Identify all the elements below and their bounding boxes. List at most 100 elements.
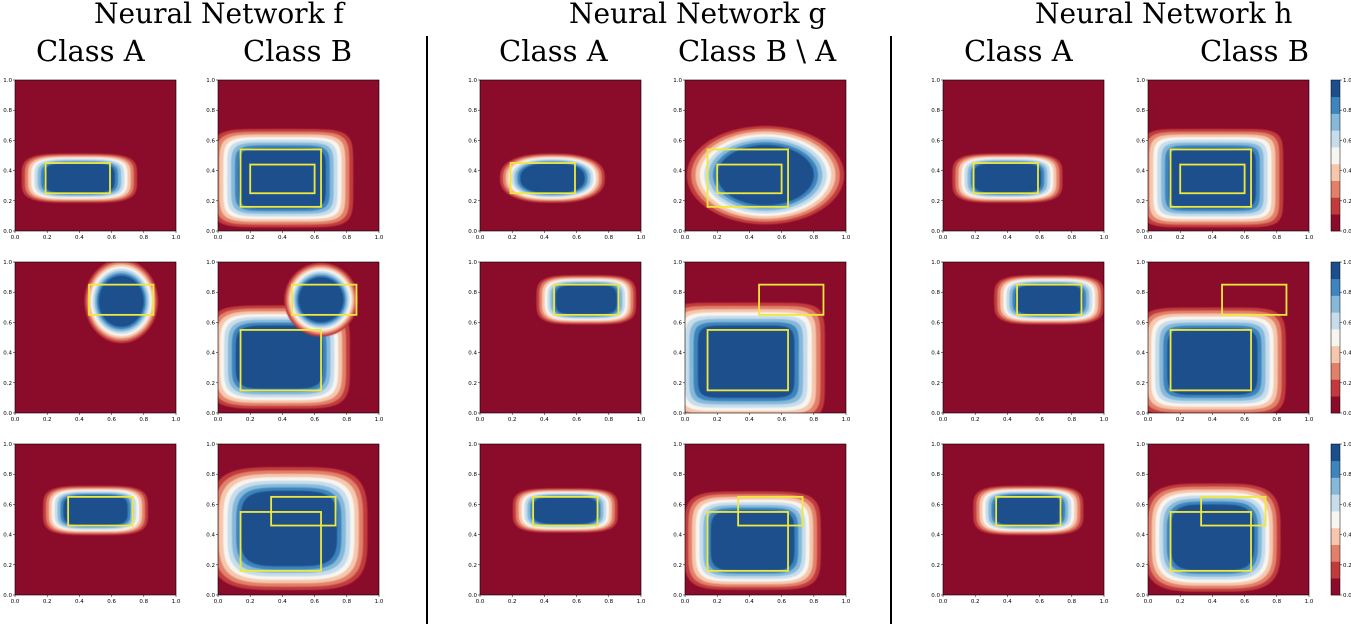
x-tick-label: 1.0: [375, 417, 384, 423]
class-box-2: [249, 163, 316, 195]
x-tick-label: 0.2: [971, 235, 980, 241]
class-box-2: [737, 495, 804, 527]
x-tick-label: 0.4: [1208, 417, 1217, 423]
separator-g-h: [890, 36, 892, 624]
x-tick-label: 0.4: [745, 599, 754, 605]
y-tick-label: 1.0: [206, 442, 215, 448]
y-tick-label: 0.0: [673, 593, 682, 599]
y-tick-label: 0.6: [468, 320, 477, 326]
colorbar-segment: [1331, 262, 1340, 280]
y-tick-label: 0.8: [931, 290, 940, 296]
y-tick-label: 1.0: [1136, 78, 1145, 84]
colorbar-segment: [1331, 113, 1340, 131]
y-tick-label: 0.4: [468, 169, 477, 175]
x-tick-label: 0.2: [508, 235, 517, 241]
axes-frame: [1147, 443, 1310, 596]
x-tick-label: 0.6: [1240, 599, 1249, 605]
x-tick-label: 0.4: [1003, 599, 1012, 605]
y-tick-label: 1.0: [3, 442, 12, 448]
y-tick-label: 0.4: [673, 533, 682, 539]
network-h-class-b-label: Class B: [1200, 34, 1310, 68]
y-tick-label: 0.2: [1136, 563, 1145, 569]
colorbar-tick-label: 0.0: [1343, 229, 1351, 235]
panel-h-class-a-row2: 0.00.00.20.20.40.40.60.60.80.81.01.0: [931, 260, 1109, 423]
y-tick-label: 1.0: [1136, 442, 1145, 448]
class-box-1: [532, 495, 599, 527]
x-tick-label: 0.0: [939, 235, 948, 241]
panel-g-class-b-row3: 0.00.00.20.20.40.40.60.60.80.81.01.0: [673, 442, 851, 605]
contour-fill: [218, 128, 354, 228]
colorbar-segment: [1331, 214, 1340, 232]
axes-frame: [217, 79, 380, 232]
colorbar-segment: [1331, 477, 1340, 495]
contour-level-8: [238, 147, 326, 209]
network-f-class-a-label: Class A: [36, 34, 145, 68]
y-tick-label: 0.6: [673, 320, 682, 326]
contour-fill: [952, 153, 1063, 203]
x-tick-label: 0.0: [681, 417, 690, 423]
x-tick-label: 0.8: [604, 417, 613, 423]
contour-fill: [685, 491, 821, 590]
panel-f-class-a-row2: 0.00.00.20.20.40.40.60.60.80.81.01.0: [3, 260, 181, 423]
x-tick-label: 1.0: [1100, 417, 1109, 423]
y-tick-label: 1.0: [206, 78, 215, 84]
contour-level-8: [1168, 147, 1256, 209]
y-tick-label: 0.8: [468, 472, 477, 478]
axes-frame: [14, 261, 177, 414]
y-tick-label: 0.4: [3, 351, 12, 357]
panel-f-class-a-row1: 0.00.00.20.20.40.40.60.60.80.81.01.0: [3, 78, 181, 241]
x-tick-label: 0.0: [214, 599, 223, 605]
y-tick-label: 0.2: [673, 199, 682, 205]
y-tick-label: 0.2: [206, 563, 215, 569]
x-tick-label: 0.6: [1035, 235, 1044, 241]
class-box-1: [706, 148, 789, 208]
class-box-1: [67, 495, 134, 527]
y-tick-label: 0.2: [673, 381, 682, 387]
network-g-class-b-minus-a-label: Class B \ A: [678, 34, 837, 68]
colorbar-tick-label: 0.6: [1343, 138, 1351, 144]
colorbar-segment: [1331, 444, 1340, 462]
y-tick-label: 0.0: [673, 229, 682, 235]
colorbar-segment: [1331, 578, 1340, 596]
y-tick-label: 1.0: [3, 78, 12, 84]
colorbar-tick-label: 1.0: [1343, 442, 1351, 448]
network-h-title: Neural Network h: [1035, 0, 1293, 30]
colorbar-segment: [1331, 362, 1340, 380]
y-tick-label: 1.0: [673, 260, 682, 266]
x-tick-label: 0.2: [971, 599, 980, 605]
y-tick-label: 0.6: [1136, 502, 1145, 508]
x-tick-label: 0.4: [1208, 599, 1217, 605]
panel-g-class-b-row1: 0.00.00.20.20.40.40.60.60.80.81.01.0: [673, 78, 851, 241]
y-tick-label: 0.6: [206, 502, 215, 508]
x-tick-label: 0.2: [1176, 417, 1185, 423]
x-tick-label: 1.0: [842, 599, 851, 605]
contour-level-8: [98, 275, 144, 327]
axes-frame: [684, 443, 847, 596]
y-tick-label: 0.6: [1136, 138, 1145, 144]
x-tick-label: 0.2: [1176, 599, 1185, 605]
y-tick-label: 1.0: [931, 78, 940, 84]
x-tick-label: 0.2: [246, 417, 255, 423]
x-tick-label: 0.8: [1272, 599, 1281, 605]
x-tick-label: 0.0: [476, 235, 485, 241]
y-tick-label: 0.4: [673, 169, 682, 175]
contour-fill: [685, 302, 825, 413]
x-tick-label: 0.4: [540, 599, 549, 605]
contour-fill: [500, 153, 605, 203]
colorbar-segment: [1331, 147, 1340, 165]
x-tick-label: 0.6: [107, 417, 116, 423]
colorbar-segment: [1331, 163, 1340, 181]
x-tick-label: 0.6: [310, 599, 319, 605]
contour-level-8: [710, 510, 795, 571]
colorbar-tick-label: 0.4: [1343, 351, 1351, 357]
y-tick-label: 0.8: [1136, 472, 1145, 478]
y-tick-label: 0.4: [931, 169, 940, 175]
network-g-title: Neural Network g: [569, 0, 827, 30]
y-tick-label: 0.6: [931, 320, 940, 326]
x-tick-label: 0.2: [43, 235, 52, 241]
contour-fill: [1148, 483, 1281, 592]
x-tick-label: 0.8: [342, 599, 351, 605]
y-tick-label: 1.0: [3, 260, 12, 266]
y-tick-label: 0.2: [931, 563, 940, 569]
